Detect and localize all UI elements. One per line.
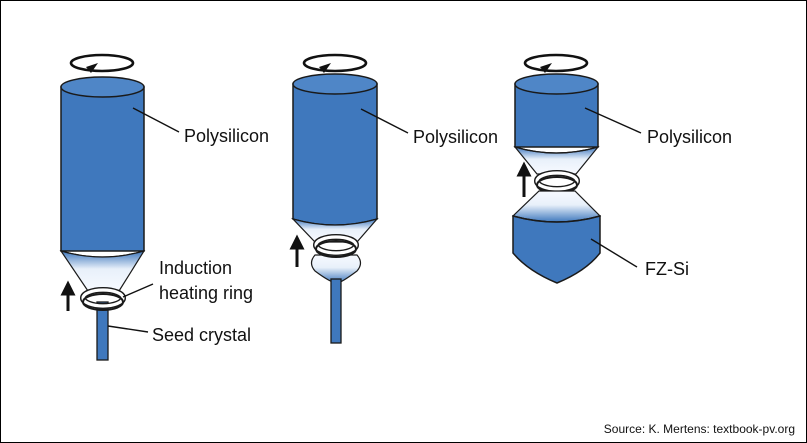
- rotation-arrow-icon: [302, 53, 368, 73]
- molten-zone-lower: [511, 190, 602, 223]
- induction-label-line2: heating ring: [159, 283, 253, 303]
- polysilicon-label-2: Polysilicon: [413, 127, 498, 147]
- fz-si-label: FZ-Si: [645, 259, 689, 279]
- polysilicon-rod: [292, 83, 378, 242]
- polysilicon-rod: [60, 86, 145, 252]
- stage-1: Polysilicon Induction heating ring Seed …: [59, 53, 269, 361]
- molten-zone: [291, 217, 379, 243]
- source-credit: Source: K. Mertens: textbook-pv.org: [604, 422, 795, 436]
- polysilicon-label-3: Polysilicon: [647, 127, 732, 147]
- molten-zone: [59, 249, 146, 292]
- rotation-arrow-icon: [523, 53, 589, 73]
- molten-zone: [513, 145, 600, 175]
- polysilicon-label-1: Polysilicon: [184, 126, 269, 146]
- seed-crystal: [330, 278, 342, 344]
- induction-ring: [80, 287, 126, 311]
- stage-2: Polysilicon: [289, 53, 498, 344]
- fz-si-crystal: [512, 215, 601, 284]
- induction-ring: [534, 170, 580, 194]
- seed-crystal-label: Seed crystal: [152, 325, 251, 345]
- induction-ring: [313, 234, 359, 258]
- rotation-arrow-icon: [69, 53, 135, 73]
- seed-crystal: [96, 301, 109, 361]
- stage-3: Polysilicon FZ-Si: [511, 53, 732, 284]
- induction-label-line1: Induction: [159, 258, 232, 278]
